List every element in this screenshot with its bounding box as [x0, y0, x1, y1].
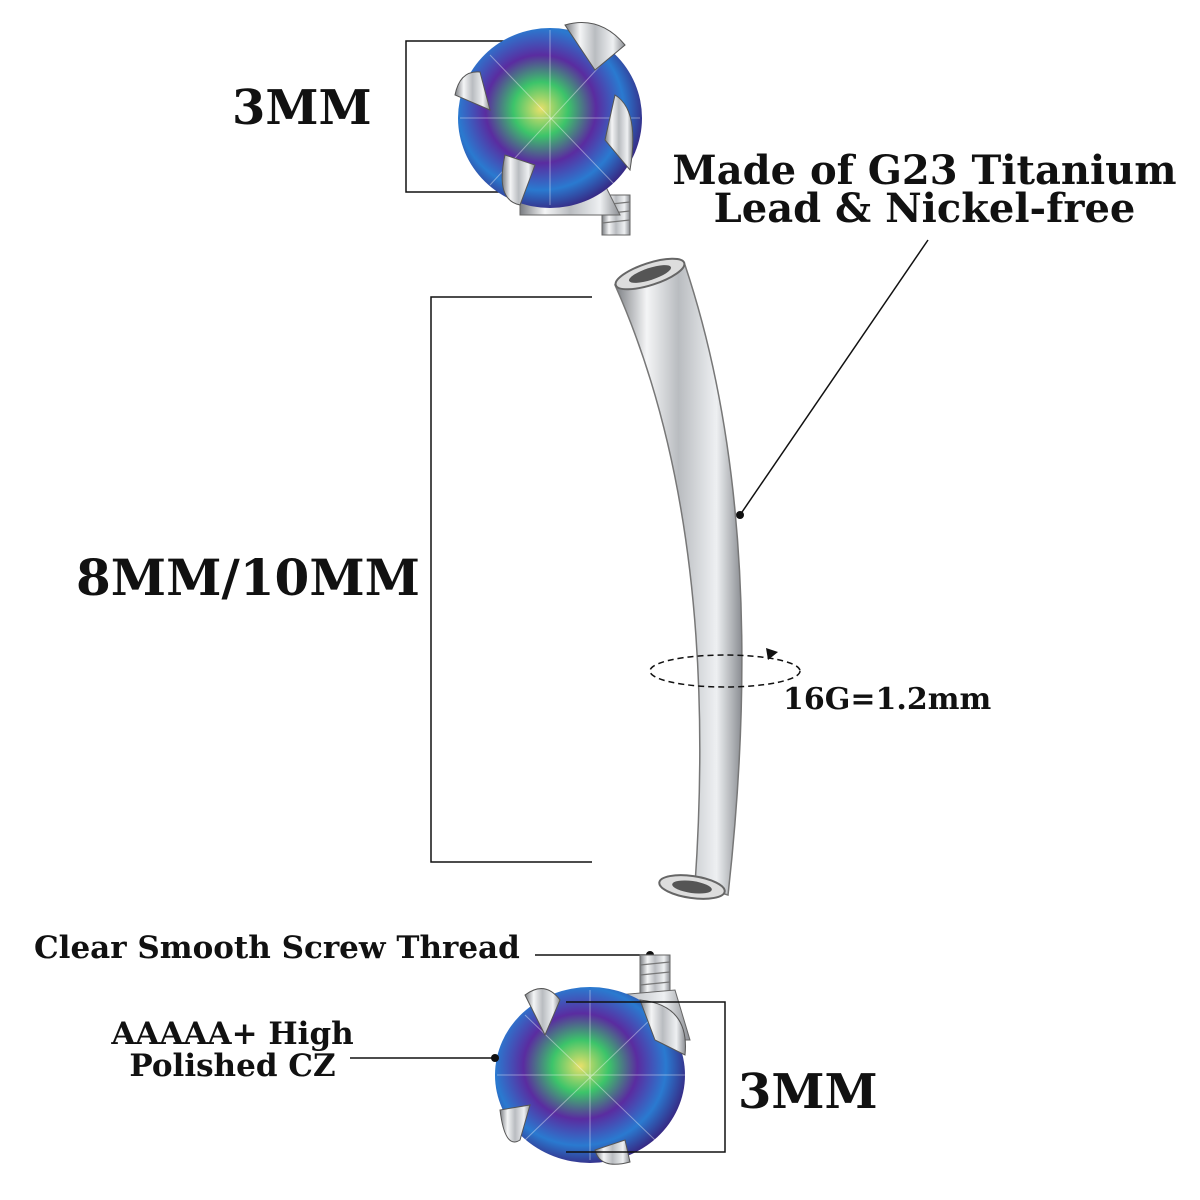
length-label: 8MM/10MM [76, 548, 421, 607]
bottom-size-bracket [566, 1001, 726, 1153]
top-gem-head [454, 22, 642, 236]
bottom-gem-head [495, 954, 691, 1165]
length-bracket [430, 296, 592, 863]
arrow-icon [766, 648, 778, 660]
material-line1: Made of G23 Titanium [672, 147, 1177, 194]
curved-barbell-shaft [613, 257, 743, 900]
gem-label: AAAAA+ High Polished CZ [100, 1018, 365, 1082]
top-size-bracket [405, 40, 548, 193]
thread-label: Clear Smooth Screw Thread [34, 930, 520, 966]
material-line2: Lead & Nickel-free [713, 185, 1136, 232]
gem-line1: AAAAA+ High [111, 1016, 354, 1052]
top-size-label: 3MM [232, 80, 372, 136]
gauge-indicator [649, 648, 801, 688]
material-label: Made of G23 Titanium Lead & Nickel-free [672, 147, 1177, 232]
gem-line2: Polished CZ [129, 1048, 336, 1084]
bottom-size-label: 3MM [738, 1064, 878, 1120]
material-leader-line [736, 239, 929, 519]
gauge-label: 16G=1.2mm [783, 682, 992, 717]
